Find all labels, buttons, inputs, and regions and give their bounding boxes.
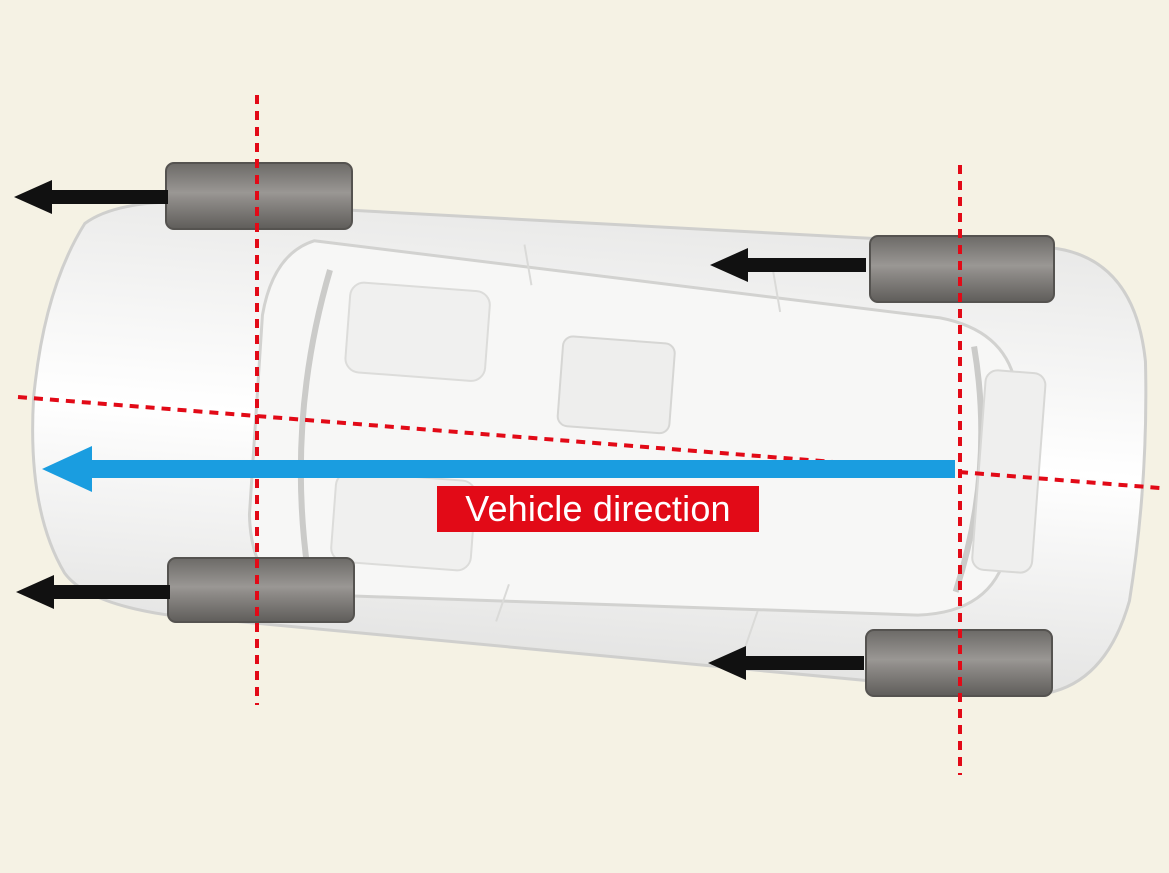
vehicle-direction-arrow bbox=[42, 446, 955, 492]
arrow-left-icon bbox=[14, 180, 52, 214]
vehicle-direction-label: Vehicle direction bbox=[437, 486, 759, 532]
arrow-left-icon bbox=[16, 575, 54, 609]
arrow-left-icon bbox=[710, 248, 748, 282]
car-sunroof bbox=[556, 335, 676, 435]
wheel-arrow-rear-left bbox=[710, 248, 866, 282]
wheel-arrow-front-right bbox=[16, 575, 170, 609]
car-rear-bench bbox=[971, 369, 1047, 574]
car-seat-front-left bbox=[344, 281, 491, 382]
arrow-left-icon bbox=[708, 646, 746, 680]
car-windshield bbox=[297, 269, 333, 570]
arrow-left-icon bbox=[42, 446, 92, 492]
tire-front-right bbox=[167, 557, 355, 623]
tire-icon bbox=[167, 557, 355, 623]
wheel-arrow-rear-right bbox=[708, 646, 864, 680]
reference-lines bbox=[17, 95, 1161, 775]
wheel-arrow-front-left bbox=[14, 180, 168, 214]
arrow-shaft bbox=[85, 460, 955, 478]
